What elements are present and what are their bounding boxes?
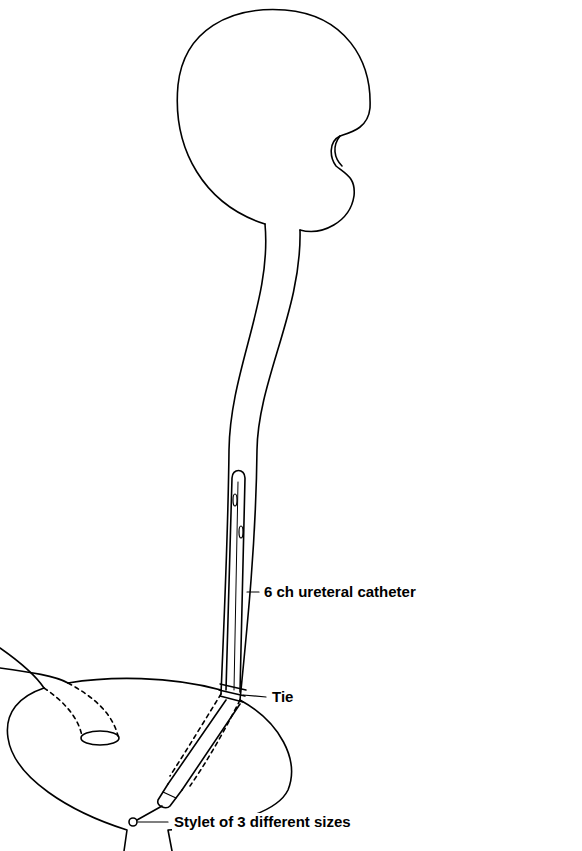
ureter-intramural xyxy=(170,694,240,786)
hilum xyxy=(335,136,342,166)
stylet xyxy=(137,806,162,820)
stylet-tip xyxy=(129,818,137,826)
leader-line xyxy=(243,695,266,697)
ureteral-catheter xyxy=(226,471,245,693)
leader-line xyxy=(138,821,168,822)
catheter-hole xyxy=(233,494,237,506)
catheter-lumen xyxy=(234,482,238,690)
part-label: Tie xyxy=(270,688,295,706)
left-ureter xyxy=(0,648,44,688)
tie xyxy=(219,684,246,702)
catheter-band xyxy=(163,792,176,798)
left-ureter xyxy=(0,668,68,683)
ureter-wall xyxy=(221,224,266,694)
ureter-wall xyxy=(240,230,300,700)
catheter-tip xyxy=(158,784,182,808)
part-label: Stylet of 3 different sizes xyxy=(172,813,353,831)
leader-line xyxy=(247,591,259,592)
part-label: 6 ch ureteral catheter xyxy=(262,583,418,601)
catheter-hole xyxy=(239,526,243,538)
kidney xyxy=(177,10,370,232)
catheter-in-bladder xyxy=(168,700,240,790)
ureteral-orifice xyxy=(81,731,119,745)
left-ureter-intramural xyxy=(44,683,118,736)
